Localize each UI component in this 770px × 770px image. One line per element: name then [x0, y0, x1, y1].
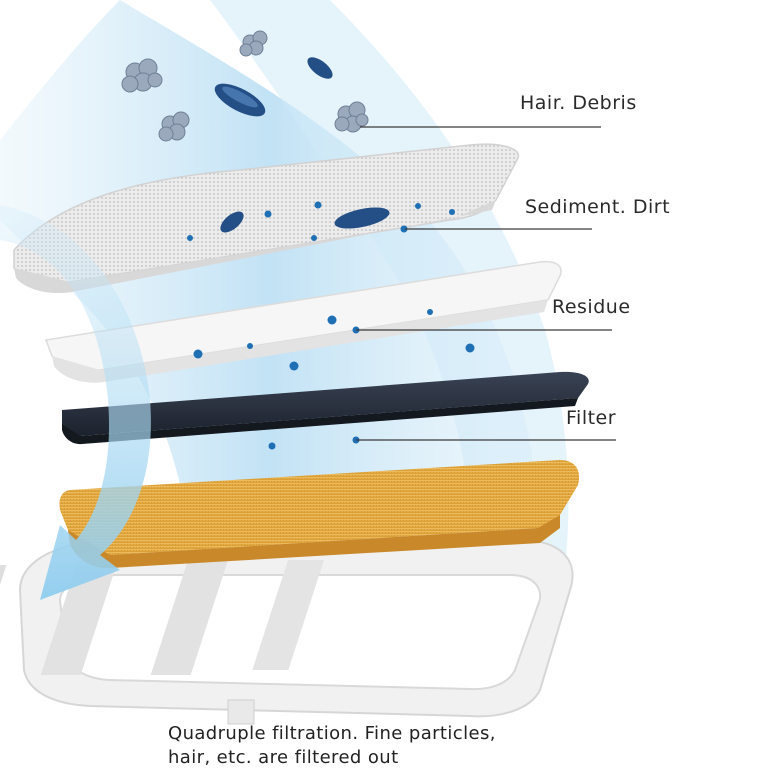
caption: Quadruple filtration. Fine particles, ha…: [168, 722, 748, 770]
caption-line-2: hair, etc. are filtered out: [168, 747, 399, 768]
particle-dots: [187, 201, 475, 450]
dust-cluster-icon: [121, 58, 163, 93]
label-sediment-dirt: Sediment. Dirt: [525, 196, 671, 218]
bacteria-icon: [214, 83, 266, 117]
label-hair-debris: Hair. Debris: [520, 92, 637, 114]
bacteria-icon: [334, 207, 390, 229]
label-filter: Filter: [566, 407, 617, 429]
dust-cluster-icon: [158, 111, 190, 142]
bacteria-icon: [307, 57, 333, 79]
cotton-filter-layer: [44, 260, 562, 383]
caption-line-1: Quadruple filtration. Fine particles,: [168, 723, 496, 744]
dust-cluster-icon: [239, 30, 268, 57]
water-flow-band-2: [210, 0, 569, 600]
dust-cluster-icon: [334, 101, 369, 133]
label-residue: Residue: [552, 296, 631, 318]
tray-base: [0, 539, 574, 725]
carbon-filter-layer: [62, 371, 589, 445]
flow-arrow: [0, 205, 151, 600]
bacteria-icon: [220, 211, 244, 233]
sponge-filter-layer: [59, 460, 580, 569]
leader-lines: [356, 126, 616, 441]
